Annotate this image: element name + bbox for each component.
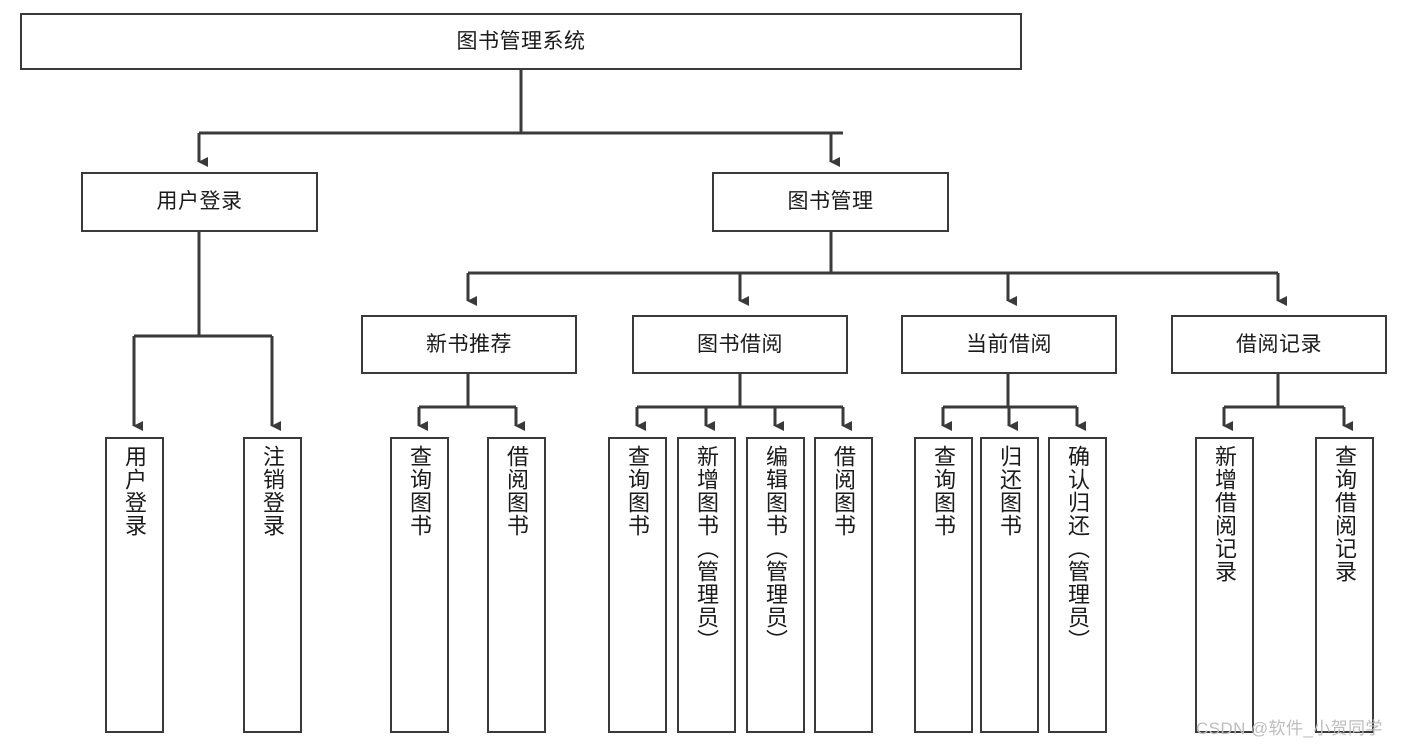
node-book-mgmt-label: 图书管理 [787,190,874,214]
node-leaf-user-login-label: 用户登录 [122,445,148,537]
node-root[interactable]: 图书管理系统 [20,13,1022,70]
node-book-borrow[interactable]: 图书借阅 [632,315,848,374]
node-leaf-borrow-book-1-label: 借阅图书 [504,445,530,537]
node-leaf-query-book-3-label: 查询图书 [931,445,957,537]
node-leaf-query-book-2-label: 查询图书 [625,445,651,537]
node-leaf-borrow-book-2[interactable]: 借阅图书 [814,437,873,733]
node-leaf-query-record[interactable]: 查询借阅记录 [1315,437,1374,733]
node-borrow-record-label: 借阅记录 [1236,332,1322,356]
node-book-borrow-label: 图书借阅 [697,332,783,356]
node-leaf-borrow-book-1[interactable]: 借阅图书 [487,437,546,733]
node-root-label: 图书管理系统 [456,29,586,53]
node-leaf-borrow-book-2-label: 借阅图书 [831,445,857,537]
node-leaf-logout-label: 注销登录 [260,445,286,537]
node-leaf-query-book-1[interactable]: 查询图书 [390,437,449,733]
node-user-login-label: 用户登录 [156,190,243,214]
node-leaf-add-book[interactable]: 新增图书（管理员） [677,437,736,733]
node-current-borrow[interactable]: 当前借阅 [901,315,1117,374]
node-leaf-add-record[interactable]: 新增借阅记录 [1195,437,1254,733]
csdn-watermark: CSDN @软件_小贺同学 [1196,719,1383,738]
node-leaf-add-book-label: 新增图书（管理员） [694,445,720,652]
node-leaf-edit-book[interactable]: 编辑图书（管理员） [746,437,805,733]
node-leaf-add-record-label: 新增借阅记录 [1212,445,1238,583]
node-new-book-rec[interactable]: 新书推荐 [361,315,577,374]
node-new-book-rec-label: 新书推荐 [426,332,512,356]
node-user-login[interactable]: 用户登录 [81,172,318,232]
node-leaf-query-book-1-label: 查询图书 [407,445,433,537]
node-leaf-edit-book-label: 编辑图书（管理员） [763,445,789,652]
node-leaf-return-book[interactable]: 归还图书 [980,437,1039,733]
node-leaf-confirm-return[interactable]: 确认归还（管理员） [1048,437,1107,733]
node-borrow-record[interactable]: 借阅记录 [1171,315,1387,374]
node-leaf-confirm-return-label: 确认归还（管理员） [1065,445,1091,652]
node-book-mgmt[interactable]: 图书管理 [712,172,949,232]
node-leaf-logout[interactable]: 注销登录 [243,437,302,733]
node-current-borrow-label: 当前借阅 [966,332,1052,356]
node-leaf-query-record-label: 查询借阅记录 [1332,445,1358,583]
node-leaf-query-book-2[interactable]: 查询图书 [608,437,667,733]
node-leaf-query-book-3[interactable]: 查询图书 [914,437,973,733]
node-leaf-user-login[interactable]: 用户登录 [105,437,164,733]
node-leaf-return-book-label: 归还图书 [997,445,1023,537]
